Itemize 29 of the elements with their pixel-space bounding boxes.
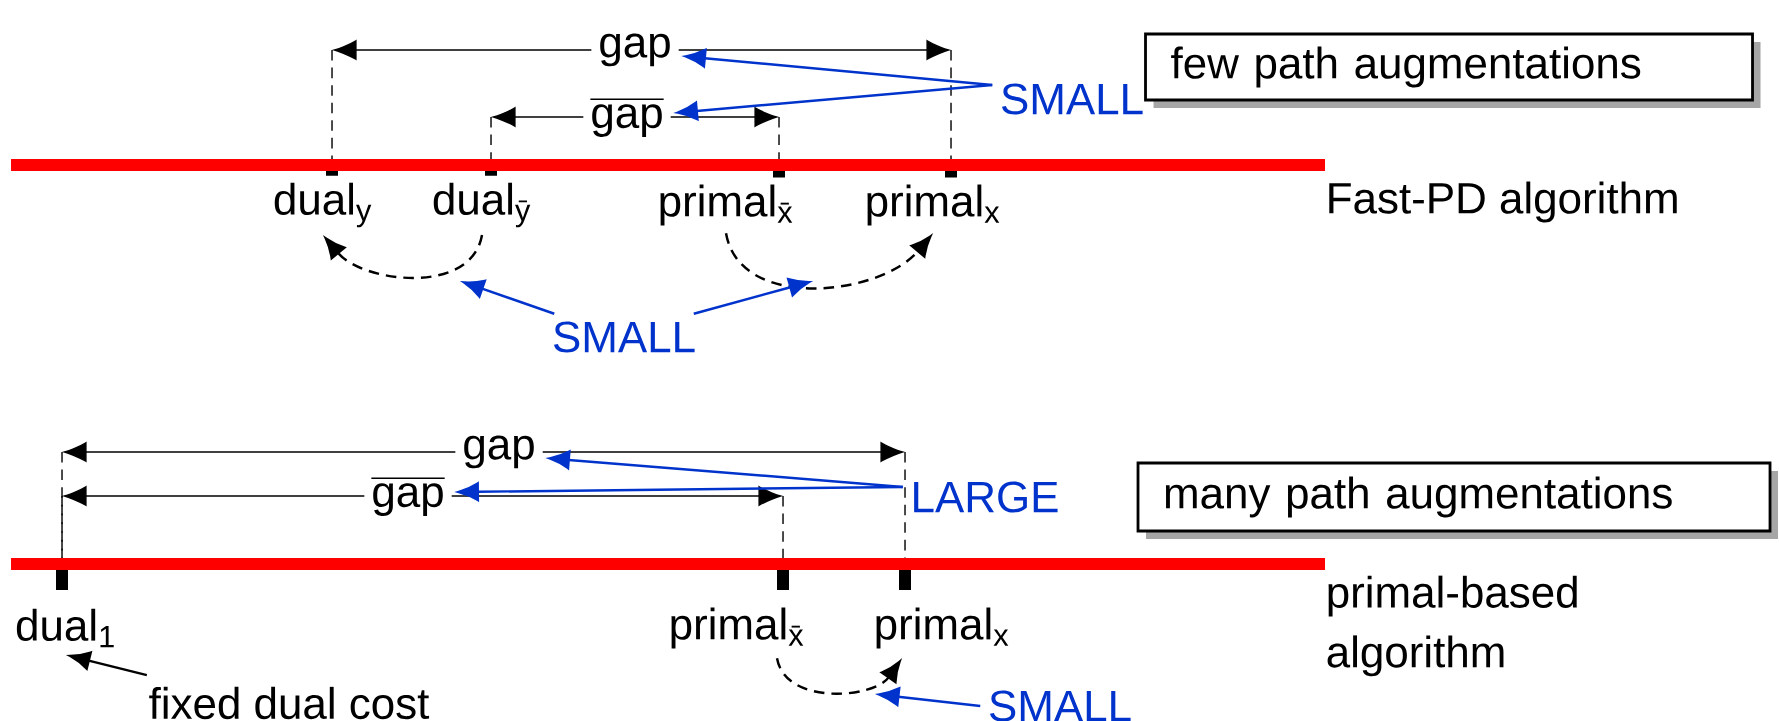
arrow <box>69 651 148 677</box>
axis-label: dual$_{1}$ <box>8 601 124 655</box>
axis-label: primal$_{x̄}$ <box>661 600 813 656</box>
leader-line <box>676 83 993 121</box>
axis-label: dual$_{ȳ}$ <box>424 175 540 235</box>
annotation-text: SMALL <box>989 690 1131 721</box>
axis-label: primal$_{x}$ <box>857 177 1009 233</box>
caption-box: many path augmentations <box>1136 461 1778 539</box>
algorithm-label: Fast-PD algorithm <box>1329 181 1677 223</box>
axis-label: gap <box>364 469 452 523</box>
axis-label: fixed dual cost <box>141 679 437 721</box>
algorithm-label: primal-based algorithm <box>1327 575 1577 677</box>
axis-label: gap <box>591 26 679 74</box>
leader-line <box>457 482 903 502</box>
curved-arrow <box>324 234 484 280</box>
axis-label: dual$_{y}$ <box>265 175 381 235</box>
curved-arrow <box>724 232 932 290</box>
axis-label: gap <box>583 90 671 144</box>
annotation-text: SMALL <box>553 321 695 353</box>
axis-label: gap <box>455 428 543 476</box>
curved-arrow <box>775 657 901 695</box>
caption-box: few path augmentations <box>1144 32 1761 108</box>
annotation-text: SMALL <box>1001 83 1143 115</box>
leader-line <box>878 687 981 708</box>
leader-line <box>463 279 555 315</box>
leader-line <box>693 278 810 315</box>
axis-label: primal$_{x}$ <box>866 600 1018 656</box>
axis-label: primal$_{x̄}$ <box>650 177 802 233</box>
annotation-text: LARGE <box>914 481 1058 513</box>
